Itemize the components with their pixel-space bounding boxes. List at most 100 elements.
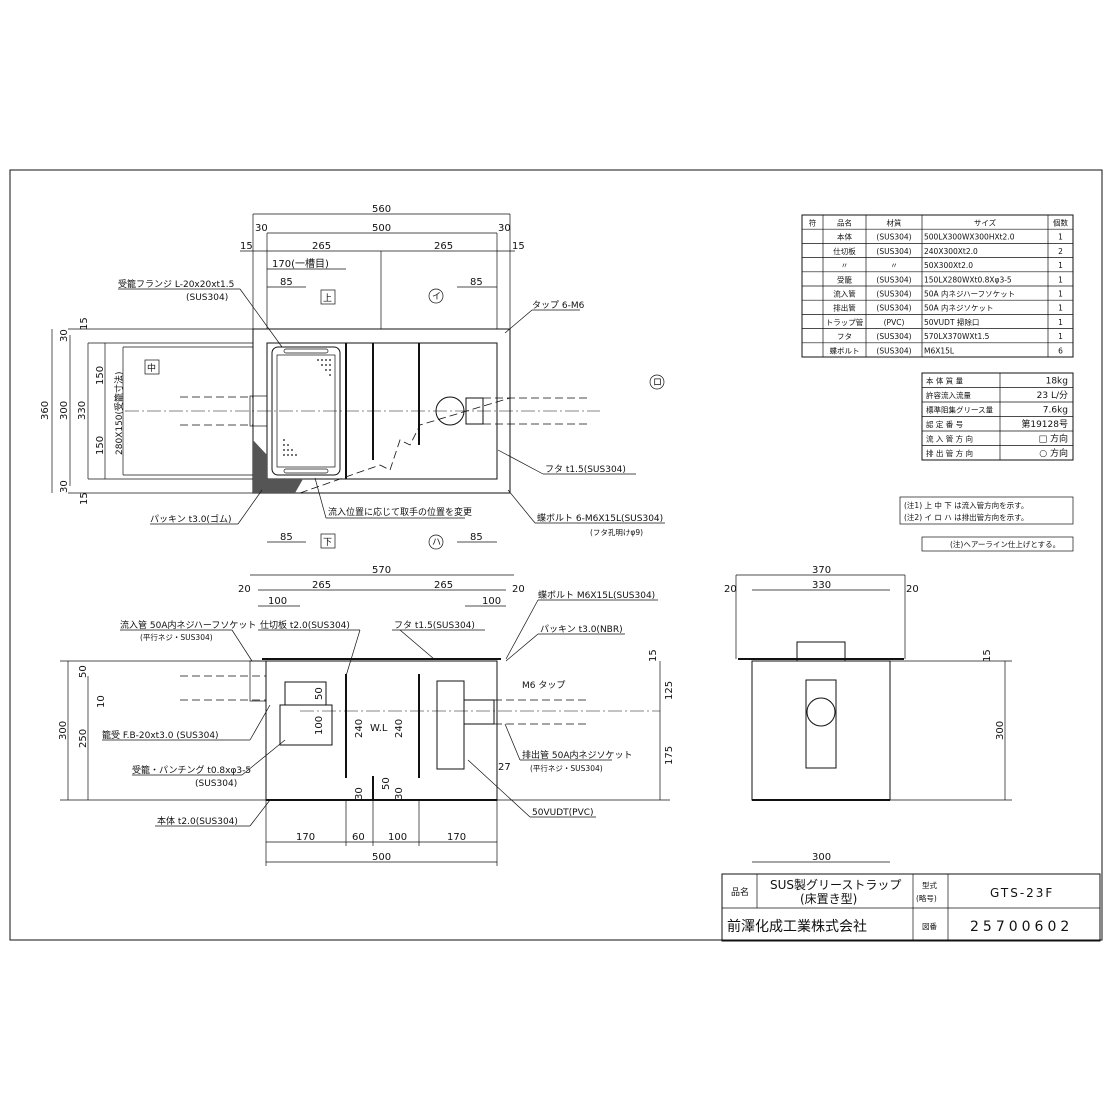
label-lid: フタ t1.5(SUS304) xyxy=(545,464,626,475)
spec-label: 許容流入流量 xyxy=(926,390,971,400)
title-company: 前澤化成工業株式会社 xyxy=(727,918,867,935)
parts-table-cell: 50X300Xt2.0 xyxy=(924,261,973,270)
note-2: (注2) イ ロ ハ は排出管方向を示す。 xyxy=(904,512,1028,522)
inlet-direction-up: 上 xyxy=(320,289,336,305)
dim-175: 175 xyxy=(664,746,675,765)
label-wing-bolt-hole: (フタ孔明けφ9) xyxy=(590,528,643,537)
dim-360: 360 xyxy=(40,401,51,420)
dim-300-left: 300 xyxy=(58,721,69,740)
svg-text:中: 中 xyxy=(147,362,156,374)
parts-table-cell: (SUS304) xyxy=(876,304,911,313)
parts-table-header: 個数 xyxy=(1053,218,1069,228)
parts-table-cell: (PVC) xyxy=(884,318,905,327)
front-view: 570 20 20 265 265 100 100 300 250 50 10 … xyxy=(58,565,675,866)
inlet-direction-mid: 中 xyxy=(144,359,160,375)
parts-table-cell: 6 xyxy=(1058,346,1063,355)
dim-500-bottom: 500 xyxy=(372,852,391,863)
outlet-socket xyxy=(465,397,484,425)
parts-table-cell: 500LX300WX300HXt2.0 xyxy=(924,233,1015,242)
parts-table-cell: 240X300Xt2.0 xyxy=(924,247,978,256)
label-inlet-pipe-sub: (平行ネジ・SUS304) xyxy=(140,632,213,642)
packing-hatch xyxy=(253,440,303,493)
svg-text:イ: イ xyxy=(432,292,441,302)
parts-table-cell: 2 xyxy=(1058,247,1063,256)
dim-20-right: 20 xyxy=(512,584,525,595)
label-front-lid: フタ t1.5(SUS304) xyxy=(394,620,475,631)
label-outlet-pipe-sub: (平行ネジ・SUS304) xyxy=(530,763,603,773)
title-drawing-label: 図番 xyxy=(922,921,937,931)
side-dim-20-right: 20 xyxy=(906,584,919,595)
dim-30-right: 30 xyxy=(498,223,511,234)
dim-50-center: 50 xyxy=(381,777,392,790)
dim-85-tl: 85 xyxy=(280,277,293,288)
dim-20-left: 20 xyxy=(238,584,251,595)
front-trap-pipe xyxy=(436,680,465,770)
dim-570: 570 xyxy=(372,565,391,576)
dim-60: 60 xyxy=(352,832,365,843)
parts-table-cell: 排出管 xyxy=(833,303,856,313)
dim-500: 500 xyxy=(372,223,391,234)
parts-table-cell: 〃 xyxy=(841,261,849,270)
parts-table-cell: 1 xyxy=(1058,261,1063,270)
dim-basket-50: 50 xyxy=(314,687,325,700)
label-front-bolt: 蝶ボルト M6X15L(SUS304) xyxy=(538,589,655,601)
label-outlet-pipe: 排出管 50A内ネジソケット xyxy=(522,749,632,761)
note-1: (注1) 上 中 下 は流入管方向を示す。 xyxy=(904,500,1028,510)
dim-150-bottom: 150 xyxy=(95,436,106,455)
dim-27: 27 xyxy=(498,762,511,773)
outlet-direction-ro: ロ xyxy=(649,374,665,390)
dim-265-left: 265 xyxy=(312,241,331,252)
dim-125: 125 xyxy=(664,681,675,700)
dim-85-bl: 85 xyxy=(280,532,293,543)
dim-250: 250 xyxy=(78,729,89,748)
dim-15-top: 15 xyxy=(79,317,90,330)
dim-150-top: 150 xyxy=(95,366,106,385)
label-handle-note: 流入位置に応じて取手の位置を変更 xyxy=(328,506,472,518)
dim-170-right: 170 xyxy=(447,832,466,843)
spec-label: 標準阻集グリース量 xyxy=(926,405,994,415)
side-body xyxy=(751,660,891,801)
dim-85-br: 85 xyxy=(470,532,483,543)
dim-15-left: 15 xyxy=(240,241,253,252)
label-basket-punching: 受籠・パンチング t0.8xφ3-5 xyxy=(132,764,251,776)
parts-table-header: サイズ xyxy=(974,218,997,228)
outlet-direction-i: イ xyxy=(428,288,444,304)
label-tap: タップ 6-M6 xyxy=(532,300,585,311)
water-level-label: W.L xyxy=(370,723,388,734)
spec-value: 18kg xyxy=(1046,377,1068,387)
title-block: 品名 SUS製グリーストラップ (床置き型) 型式 (略号) GTS-23F 前… xyxy=(721,873,1101,942)
outlet-direction-ha: ハ xyxy=(428,534,444,550)
dim-265-left: 265 xyxy=(312,580,331,591)
dim-240-right: 240 xyxy=(394,719,405,738)
spec-label: 流 入 管 方 向 xyxy=(926,434,973,444)
parts-table-cell: 50VUDT 掃除口 xyxy=(924,317,979,327)
inlet-socket xyxy=(249,395,268,427)
parts-table-cell: トラップ管 xyxy=(826,317,864,327)
dim-30-b: 30 xyxy=(394,787,405,800)
parts-table-cell: 50A 内ネジハーフソケット xyxy=(924,289,1015,299)
dim-30-a: 30 xyxy=(354,787,365,800)
dim-330: 330 xyxy=(77,401,88,420)
parts-table-cell: 本体 xyxy=(837,232,852,242)
parts-table-cell: 50A 内ネジソケット xyxy=(924,303,994,313)
dim-265-right: 265 xyxy=(434,580,453,591)
parts-table-cell: 570LX370WXt1.5 xyxy=(924,332,990,341)
side-dim-15: 15 xyxy=(982,649,993,662)
title-name-label: 品名 xyxy=(731,886,749,898)
parts-table-cell: フタ xyxy=(837,332,852,341)
note-3: (注)ヘアーライン仕上げとする。 xyxy=(950,539,1060,549)
label-inlet-pipe: 流入管 50A内ネジハーフソケット xyxy=(120,619,256,631)
parts-table-cell: (SUS304) xyxy=(876,332,911,341)
side-dim-330: 330 xyxy=(812,580,831,591)
parts-table-header: 材質 xyxy=(887,218,902,228)
dim-50-left: 50 xyxy=(78,665,89,678)
dim-100-bottom: 100 xyxy=(388,832,407,843)
dim-30-left: 30 xyxy=(255,223,268,234)
svg-text:ロ: ロ xyxy=(653,378,662,388)
svg-text:下: 下 xyxy=(323,538,332,548)
label-body: 本体 t2.0(SUS304) xyxy=(157,815,238,827)
label-basket-frame: 籠受 F.B-20xt3.0 (SUS304) xyxy=(102,729,219,741)
